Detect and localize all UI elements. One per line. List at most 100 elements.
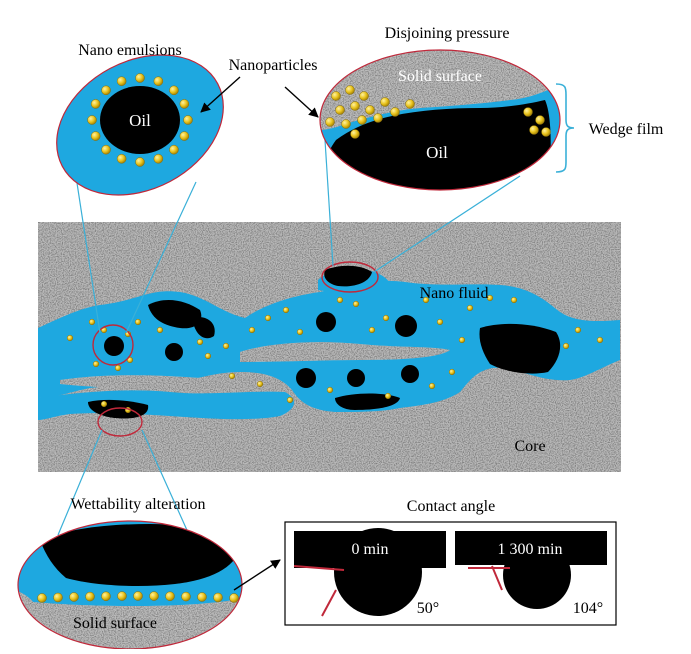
nanoparticle (326, 386, 334, 394)
nanoparticle (359, 91, 369, 101)
wettability-ellipse: Solid surface (17, 520, 243, 650)
nanoparticle (90, 99, 101, 109)
nanoparticle (88, 318, 96, 326)
nanoparticle (256, 380, 264, 388)
nanoparticle (183, 115, 193, 125)
nanoparticle (116, 154, 127, 164)
nanoparticle (380, 97, 390, 107)
nanoparticle (264, 314, 272, 322)
nanoparticle (66, 334, 74, 342)
nanoparticle (390, 107, 400, 117)
nanoparticle (87, 115, 97, 125)
nanoparticle (101, 85, 111, 96)
nanoparticle (114, 364, 122, 372)
nano-emulsions-label: Nano emulsions (78, 42, 182, 59)
nanoparticle (286, 396, 294, 404)
nanoparticle (153, 76, 164, 86)
nanoparticle (116, 76, 127, 86)
core-label: Core (514, 438, 545, 455)
nanoparticle (204, 352, 212, 360)
nanoparticles-label: Nanoparticles (229, 57, 318, 74)
nanoparticle (179, 99, 190, 109)
nanoparticle (37, 593, 47, 603)
nanoparticle (134, 318, 142, 326)
nanoparticle (350, 129, 360, 139)
nanoparticles-wedge (325, 85, 551, 139)
frame-0min-time-label: 0 min (352, 541, 389, 558)
nanoparticle (101, 591, 111, 602)
nanoparticle (179, 131, 190, 141)
nanoparticle (562, 342, 570, 350)
frame-1300min-angle-label: 104° (573, 600, 603, 617)
nanoparticle (90, 131, 101, 141)
nanoparticle (448, 368, 456, 376)
nanoparticle (352, 300, 360, 308)
solid-surface-top-label: Solid surface (398, 68, 482, 85)
nanoparticle (382, 314, 390, 322)
wedge-film-ellipse: Solid surface Oil (319, 49, 561, 191)
nanoparticle (535, 115, 545, 125)
zoom-circles (92, 261, 379, 437)
nanoparticle (248, 326, 256, 334)
nanoparticle (325, 117, 335, 127)
nanoparticle (222, 342, 230, 350)
nanoparticle (335, 105, 345, 115)
nanoparticle (510, 296, 518, 304)
contact-angle-frame-1300min: 1 300 min 104° (455, 531, 607, 617)
nanoparticle (92, 360, 100, 368)
nanoparticle (153, 154, 164, 164)
nanoparticle (135, 73, 145, 83)
solid-surface-bottom-label: Solid surface (73, 615, 157, 632)
nanoparticle (428, 382, 436, 390)
nanoparticle (368, 326, 376, 334)
nano-fluid-label: Nano fluid (420, 285, 489, 302)
nanoparticle (296, 328, 304, 336)
nanoparticle (422, 296, 430, 304)
nanoparticle (133, 591, 143, 601)
nanoparticle (169, 144, 179, 155)
connector-lines (57, 139, 521, 549)
nanoparticle (228, 372, 236, 380)
nanoparticle (196, 338, 204, 346)
nanoparticle (466, 304, 474, 312)
contact-angle-label: Contact angle (407, 498, 495, 515)
disjoining-pressure-label: Disjoining pressure (385, 25, 510, 42)
nanoparticle (529, 125, 539, 135)
nanoparticle (541, 127, 551, 137)
nanoparticle (165, 591, 175, 602)
oil-label-left: Oil (129, 111, 151, 130)
nanoparticle (341, 119, 351, 129)
nanoparticle (336, 296, 344, 304)
nanoparticle (135, 157, 145, 167)
nanoparticle (331, 91, 341, 101)
frame-0min-angle-label: 50° (417, 600, 439, 617)
nanoparticle (149, 591, 159, 601)
nanoparticles-emulsion (87, 73, 193, 167)
contact-angle-panel: 0 min 50° 1 300 min 104° (284, 521, 617, 626)
nanoparticle (181, 591, 191, 602)
nanoparticle (169, 85, 179, 96)
nanoparticle (117, 591, 127, 601)
nano-emulsion-ellipse: Oil (56, 54, 224, 196)
nanoparticle (373, 113, 383, 123)
nanoparticle (350, 101, 360, 111)
nanoparticle (282, 306, 290, 314)
nanoparticle (101, 144, 111, 155)
nanoparticles-wettability (37, 591, 239, 603)
nanoparticle (436, 318, 444, 326)
nanoparticle (197, 592, 207, 602)
nanoparticle (365, 105, 375, 115)
nanoparticle (357, 115, 367, 125)
pointer-arrows (200, 76, 319, 591)
contact-angle-frame-0min: 0 min 50° (293, 528, 446, 617)
nanoparticle (53, 592, 63, 603)
nanoparticle (405, 99, 415, 109)
nanoparticle (156, 326, 164, 334)
nanoparticle (458, 336, 466, 344)
nanoparticle (384, 392, 392, 400)
wedge-film-bracket (555, 83, 575, 173)
nanoparticle (213, 592, 223, 603)
text-labels: Nano emulsions Nanoparticles Disjoining … (70, 25, 663, 515)
